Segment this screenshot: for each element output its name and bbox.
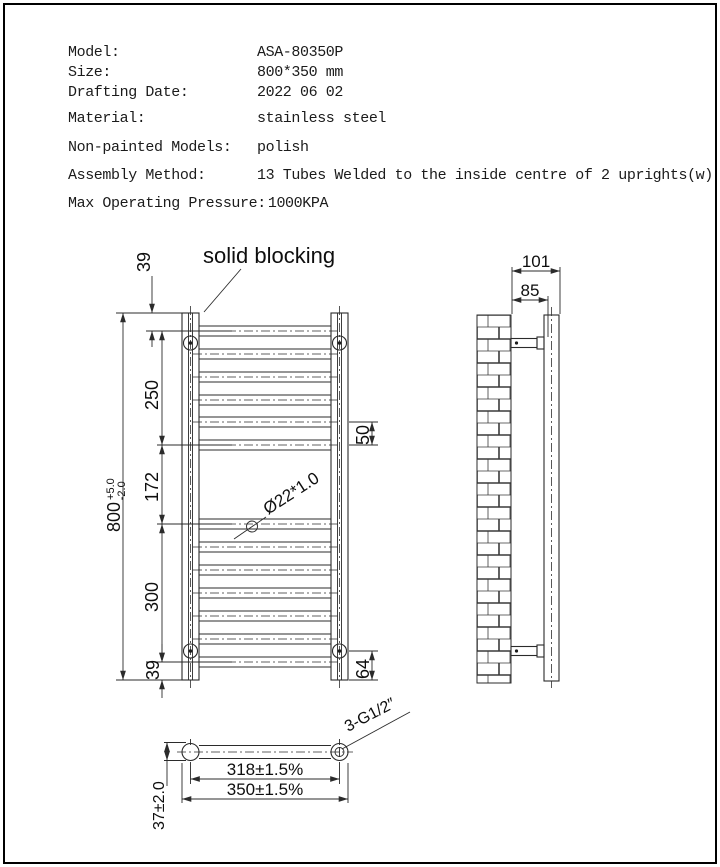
dim-tube-spacing: 50: [349, 421, 378, 446]
dim-350: 350±1.5%: [227, 780, 303, 799]
spec-row-model: Model: ASA-80350P: [68, 44, 343, 61]
spec-value: 2022 06 02: [257, 84, 344, 101]
right-upright-face-lines: [337, 313, 342, 680]
dim-64: 64: [353, 659, 373, 679]
side-view: 101 85: [476, 252, 561, 688]
dim-bottom-39: 39: [143, 644, 165, 698]
spec-label: Drafting Date:: [68, 84, 189, 101]
spec-label: Model:: [68, 44, 120, 61]
tube-outlines: [199, 325, 332, 668]
svg-text:800+5.0-2.0: 800 +5.0-2.0: [104, 478, 128, 532]
dim-800: 800: [104, 502, 124, 532]
solid-blocking-label: solid blocking: [203, 243, 335, 268]
dim-wall-to-rail: 85: [512, 281, 549, 337]
bottom-view: 318±1.5% 350±1.5% 37±2.0 3-G1/2″: [151, 695, 411, 830]
spec-row-finish: Non-painted Models: polish: [68, 139, 309, 156]
dim-centre-distance: 318±1.5%: [190, 760, 340, 784]
tube-centerlines: [193, 330, 338, 663]
spec-value: ASA-80350P: [257, 44, 344, 61]
dim-thread: 3-G1/2″: [342, 695, 399, 735]
wall-section: [476, 314, 512, 684]
front-view: solid blocking 800 +5.0-2.0 250 172 300: [104, 243, 378, 698]
thread-callout: 3-G1/2″: [341, 695, 411, 750]
solid-blocking-leader: [203, 268, 242, 313]
spec-label: Non-painted Models:: [68, 139, 232, 156]
dim-overall-width: 350±1.5%: [181, 763, 349, 803]
plan-center-ticks: [190, 739, 340, 757]
plan-tube-outline: [199, 744, 331, 760]
wall-bracket-top: [510, 336, 545, 350]
spec-value: 13 Tubes Welded to the inside centre of …: [257, 167, 713, 184]
spec-row-size: Size: 800*350 mm: [68, 64, 343, 81]
spec-row-pressure: Max Operating Pressure: 1000KPA: [68, 195, 328, 212]
dim-overall-height: 800 +5.0-2.0: [104, 312, 182, 681]
dim-bottom-bracket: 64: [349, 650, 378, 681]
spec-label: Assembly Method:: [68, 167, 206, 184]
spec-value: 1000KPA: [267, 195, 329, 212]
spec-row-material: Material: stainless steel: [68, 110, 386, 127]
spec-value: stainless steel: [257, 110, 387, 127]
dim-50: 50: [353, 425, 373, 445]
dim-top-39: 39: [134, 252, 155, 347]
left-upright-face-lines: [188, 313, 193, 680]
dim-800-tol-plus: +5.0: [105, 478, 117, 500]
spec-row-drafting-date: Drafting Date: 2022 06 02: [68, 84, 343, 101]
dim-172: 172: [142, 472, 162, 502]
dim-101: 101: [522, 252, 550, 271]
spec-label: Size:: [68, 64, 112, 81]
dim-800-tol-minus: -2.0: [116, 481, 128, 500]
wall-bracket-bottom: [510, 644, 545, 658]
dim-overall-depth: 101: [511, 252, 561, 314]
dim-300: 300: [142, 582, 162, 612]
spec-label: Max Operating Pressure:: [68, 195, 266, 212]
spec-value: 800*350 mm: [257, 64, 344, 81]
dim-37: 37±2.0: [151, 781, 168, 830]
spec-value: polish: [257, 139, 309, 156]
technical-drawing: solid blocking 800 +5.0-2.0 250 172 300: [104, 243, 561, 830]
tube-diameter-callout: Ø22*1.0: [233, 468, 323, 540]
dim-318: 318±1.5%: [227, 760, 303, 779]
dim-depth-37: 37±2.0: [151, 742, 186, 830]
dim-250: 250: [142, 380, 162, 410]
dim-39-top: 39: [134, 252, 154, 272]
dim-tube-diameter: Ø22*1.0: [260, 468, 323, 518]
dim-39-bottom: 39: [143, 660, 163, 680]
spec-row-assembly: Assembly Method: 13 Tubes Welded to the …: [68, 167, 713, 184]
spec-label: Material:: [68, 110, 146, 127]
dim-85: 85: [521, 281, 540, 300]
dim-sections: 250 172 300: [142, 330, 232, 663]
bracket-circles: [182, 335, 348, 659]
